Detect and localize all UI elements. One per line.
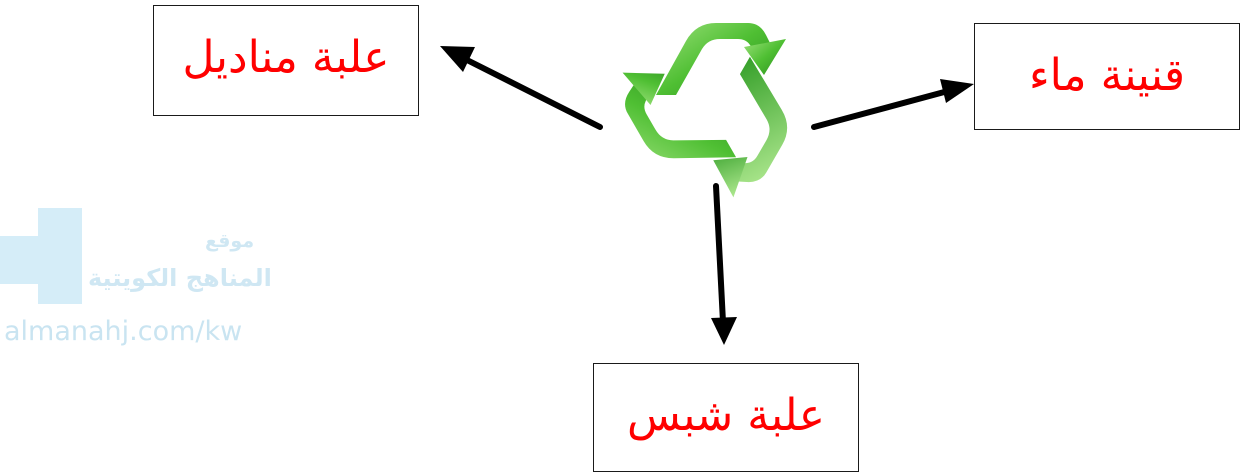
- watermark-logo-tab: [0, 236, 38, 284]
- watermark-line2: المناهج الكويتية: [88, 264, 272, 292]
- arrow-to-tissue: [440, 46, 603, 130]
- arrow-to-chips: [711, 183, 737, 345]
- watermark: موقع المناهج الكويتية almanahj.com/kw: [0, 208, 300, 348]
- recycle-arrow-top: [656, 23, 786, 95]
- chips-can-box: علبة شبس: [593, 363, 859, 472]
- water-bottle-box: قنينة ماء: [974, 23, 1240, 130]
- watermark-url: almanahj.com/kw: [4, 316, 243, 347]
- tissue-can-label: علبة مناديل: [182, 32, 390, 83]
- recycle-arrow-left: [622, 72, 737, 159]
- watermark-logo-block: [38, 208, 82, 304]
- watermark-line1: موقع: [205, 230, 255, 252]
- water-bottle-label: قنينة ماء: [1028, 50, 1186, 101]
- chips-can-label: علبة شبس: [627, 390, 825, 441]
- tissue-can-box: علبة مناديل: [153, 5, 419, 116]
- recycle-arrow-right: [713, 56, 788, 198]
- arrow-to-water: [811, 79, 974, 130]
